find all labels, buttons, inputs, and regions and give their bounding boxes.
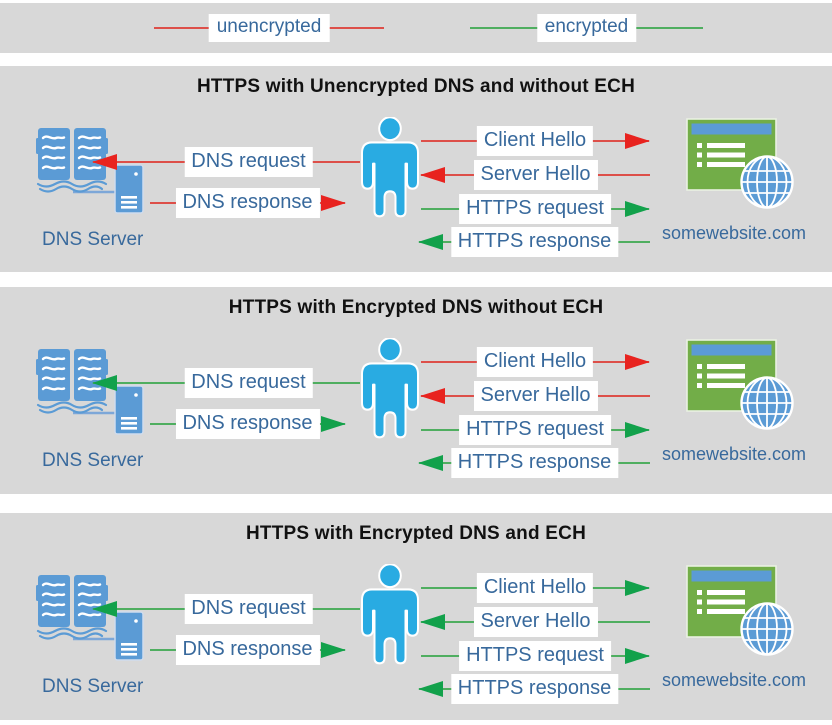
arrow-dns-request: DNS request: [92, 147, 360, 177]
arrow-server-hello: Server Hello: [420, 381, 650, 411]
arrowhead-right-icon: [625, 354, 650, 370]
arrow-dns-request: DNS request: [92, 368, 360, 398]
website-label: somewebsite.com: [662, 670, 807, 690]
person-graphic: [361, 116, 419, 218]
arrowhead-left-icon: [420, 388, 445, 404]
arrow-dns-request: DNS request: [92, 594, 360, 624]
arrow-https-request: HTTPS request: [421, 415, 650, 445]
arrow-label: Server Hello: [473, 381, 598, 411]
arrowhead-left-icon: [418, 681, 443, 697]
arrow-https-response: HTTPS response: [418, 448, 650, 478]
user-icon: [358, 116, 422, 225]
arrow-label: HTTPS request: [459, 415, 611, 445]
dns-server-label: DNS Server: [42, 676, 144, 697]
arrow-label: DNS response: [175, 635, 320, 665]
arrow-dns-response: DNS response: [150, 188, 346, 218]
panel-title: HTTPS with Encrypted DNS without ECH: [228, 297, 604, 318]
arrow-https-request: HTTPS request: [421, 641, 650, 671]
arrow-https-response: HTTPS response: [418, 227, 650, 257]
website-icon: [686, 118, 798, 219]
arrow-label: Client Hello: [476, 347, 594, 377]
website-window-globe-graphic: [686, 118, 794, 209]
arrow-https-request: HTTPS request: [421, 194, 650, 224]
user-icon: [358, 563, 422, 672]
arrowhead-right-icon: [625, 580, 650, 596]
arrow-label: Client Hello: [476, 573, 594, 603]
dns-server-label: DNS Server: [42, 229, 144, 250]
arrowhead-right-icon: [625, 133, 650, 149]
arrow-label: Server Hello: [473, 607, 598, 637]
person-graphic: [361, 337, 419, 439]
arrow-label: HTTPS response: [450, 448, 619, 478]
website-icon: [686, 565, 798, 666]
arrow-server-hello: Server Hello: [420, 607, 650, 637]
arrow-label: DNS request: [184, 368, 313, 398]
legend-bar: unencrypted encrypted: [0, 3, 832, 53]
arrow-server-hello: Server Hello: [420, 160, 650, 190]
website-label: somewebsite.com: [662, 223, 807, 243]
arrowhead-left-icon: [92, 375, 117, 391]
arrowhead-left-icon: [418, 234, 443, 250]
arrow-dns-response: DNS response: [150, 635, 346, 665]
arrow-client-hello: Client Hello: [421, 347, 650, 377]
arrowhead-right-icon: [625, 648, 650, 664]
arrowhead-left-icon: [92, 154, 117, 170]
arrowhead-right-icon: [321, 195, 346, 211]
arrowhead-left-icon: [420, 614, 445, 630]
arrowhead-left-icon: [418, 455, 443, 471]
arrow-label: HTTPS response: [450, 674, 619, 704]
arrow-client-hello: Client Hello: [421, 573, 650, 603]
arrow-label: DNS response: [175, 409, 320, 439]
website-window-globe-graphic: [686, 339, 794, 430]
arrow-label: DNS request: [184, 594, 313, 624]
panel-title: HTTPS with Unencrypted DNS and without E…: [196, 76, 635, 97]
arrow-label: Server Hello: [473, 160, 598, 190]
person-graphic: [361, 563, 419, 665]
legend-label: encrypted: [536, 14, 637, 42]
arrowhead-left-icon: [420, 167, 445, 183]
arrow-dns-response: DNS response: [150, 409, 346, 439]
arrow-label: HTTPS request: [459, 194, 611, 224]
legend-item-encrypted: encrypted: [470, 14, 703, 42]
panel-title: HTTPS with Encrypted DNS and ECH: [246, 523, 586, 544]
arrow-https-response: HTTPS response: [418, 674, 650, 704]
dns-server-icon: [36, 126, 144, 221]
legend-item-unencrypted: unencrypted: [154, 14, 384, 42]
dns-server-label: DNS Server: [42, 450, 144, 471]
arrow-label: DNS request: [184, 147, 313, 177]
dns-book-server-graphic: [36, 128, 144, 214]
panel-encrypted-dns-no-ech: HTTPS with Encrypted DNS without ECH: [0, 287, 832, 494]
website-label: somewebsite.com: [662, 444, 807, 464]
panel-unencrypted-dns-no-ech: HTTPS with Unencrypted DNS and without E…: [0, 66, 832, 272]
arrow-label: Client Hello: [476, 126, 594, 156]
arrowhead-right-icon: [321, 416, 346, 432]
arrow-label: DNS response: [175, 188, 320, 218]
legend-label: unencrypted: [208, 14, 330, 42]
user-icon: [358, 337, 422, 446]
arrowhead-right-icon: [625, 422, 650, 438]
website-icon: [686, 339, 798, 440]
panel-encrypted-dns-ech: HTTPS with Encrypted DNS and ECH: [0, 513, 832, 720]
arrowhead-right-icon: [321, 642, 346, 658]
arrowhead-right-icon: [625, 201, 650, 217]
arrow-client-hello: Client Hello: [421, 126, 650, 156]
arrow-label: HTTPS request: [459, 641, 611, 671]
website-window-globe-graphic: [686, 565, 794, 656]
arrow-label: HTTPS response: [450, 227, 619, 257]
arrowhead-left-icon: [92, 601, 117, 617]
